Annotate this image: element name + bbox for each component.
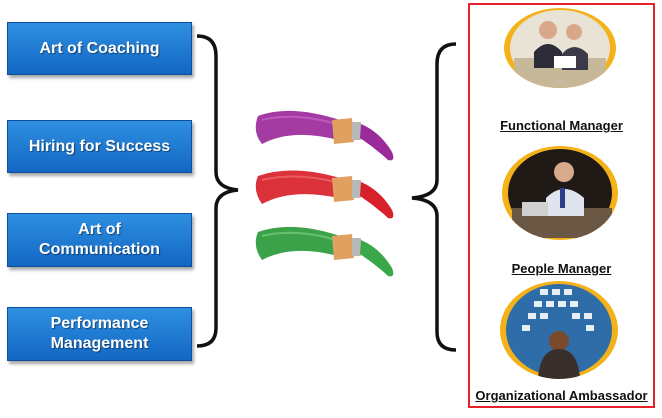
- right-brace: [411, 42, 457, 352]
- skill-box-performance-management: Performance Management: [7, 307, 192, 361]
- role-label-organizational-ambassador: Organizational Ambassador: [475, 388, 648, 403]
- people-manager-photo: [502, 146, 618, 240]
- skill-box-art-of-communication: Art of Communication: [7, 213, 192, 267]
- roles-frame: [468, 3, 655, 408]
- skill-label: Art of Coaching: [39, 39, 160, 57]
- skill-label: Hiring for Success: [28, 137, 171, 155]
- purple-paint-brush: [255, 110, 394, 161]
- functional-manager-photo: [504, 8, 616, 88]
- green-paint-brush: [255, 226, 394, 277]
- role-label-people-manager: People Manager: [511, 261, 612, 276]
- organizational-ambassador-photo: [500, 281, 618, 379]
- red-paint-brush: [255, 170, 394, 219]
- skill-label: Art of Communication: [39, 221, 160, 258]
- role-label-functional-manager: Functional Manager: [500, 118, 623, 133]
- skill-label: Performance Management: [50, 315, 149, 352]
- skill-box-hiring-for-success: Hiring for Success: [7, 120, 192, 173]
- left-brace: [196, 34, 239, 348]
- skill-box-art-of-coaching: Art of Coaching: [7, 22, 192, 75]
